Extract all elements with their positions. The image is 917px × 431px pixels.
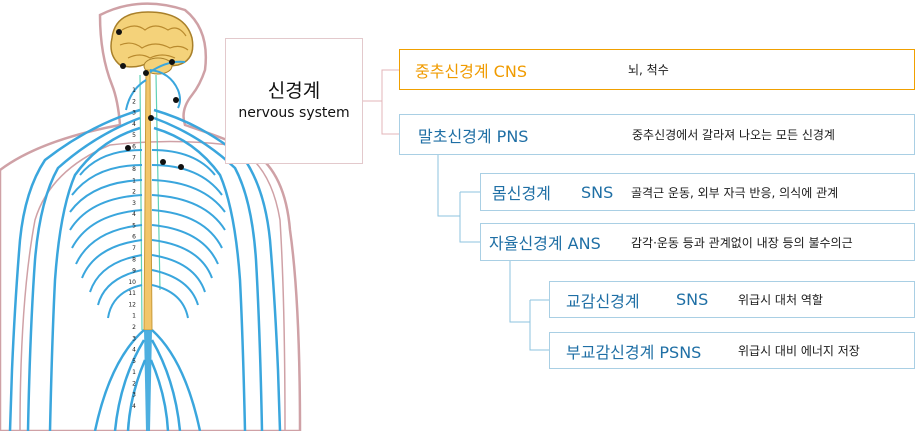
parasympathetic-description: 위급시 대비 에너지 저장: [738, 344, 860, 358]
node-sympathetic: 교감신경계 SNS 위급시 대처 역할: [549, 281, 915, 318]
root-connector: [363, 69, 399, 135]
cns-description: 뇌, 척수: [628, 63, 669, 77]
vertebra-label: 11: [128, 290, 136, 297]
pns-description: 중추신경에서 갈라져 나오는 모든 신경계: [632, 128, 835, 142]
vertebra-label: 1: [132, 369, 136, 376]
intercostal-nerves: [69, 149, 226, 319]
vertebra-label: 7: [132, 245, 136, 252]
vertebra-label: 2: [132, 324, 136, 331]
vertebra-label: 3: [132, 110, 136, 117]
node-pns: 말초신경계 PNS 중추신경에서 갈라져 나오는 모든 신경계: [399, 114, 915, 155]
vertebra-label: 5: [132, 358, 136, 365]
ganglion-dots: [116, 29, 184, 170]
vertebra-label: 7: [132, 155, 136, 162]
vertebra-label: 4: [132, 121, 136, 128]
vertebra-label: 5: [132, 132, 136, 139]
vertebra-label: 2: [132, 98, 136, 105]
sympathetic-abbr: SNS: [676, 290, 709, 309]
root-title-korean: 신경계: [267, 80, 321, 102]
node-somatic: 몸신경계 SNS 골격근 운동, 외부 자극 반응, 의식에 관계: [480, 173, 915, 211]
node-cns: 중추신경계 CNS 뇌, 척수: [399, 49, 915, 90]
autonomic-title: 자율신경계 ANS: [489, 234, 601, 253]
vertebra-label: 6: [132, 234, 136, 241]
spinal-cord: [143, 69, 153, 331]
lumbar-nerves: [93, 329, 202, 431]
cns-title: 중추신경계 CNS: [415, 61, 527, 81]
vertebra-label: 9: [132, 268, 136, 275]
sympathetic-title: 교감신경계: [566, 291, 640, 311]
vertebra-label: 4: [132, 347, 136, 354]
vertebra-label: 3: [132, 200, 136, 207]
vertebra-label: 12: [128, 301, 136, 308]
vertebra-label: 10: [128, 279, 136, 286]
vertebra-label: 5: [132, 222, 136, 229]
somatic-description: 골격근 운동, 외부 자극 반응, 의식에 관계: [631, 185, 839, 200]
vertebra-label: 1: [132, 313, 136, 320]
vertebra-label: 8: [132, 166, 136, 173]
somatic-abbr: SNS: [581, 182, 614, 202]
vertebra-label: 2: [132, 380, 136, 387]
cranial-nerves: [125, 60, 186, 111]
vertebra-label: 4: [132, 211, 136, 218]
root-title-english: nervous system: [238, 105, 350, 121]
vertebra-label: 6: [132, 143, 136, 150]
vertebra-label: 8: [132, 256, 136, 263]
vertebra-label: 2: [132, 189, 136, 196]
arm-nerves: [8, 108, 282, 431]
vertebra-label: 3: [132, 335, 136, 342]
pns-title: 말초신경계 PNS: [418, 126, 529, 146]
vertebra-label: 3: [132, 392, 136, 399]
node-parasympathetic: 부교감신경계 PSNS 위급시 대비 에너지 저장: [549, 332, 915, 369]
vertebra-label: 1: [132, 87, 136, 94]
autonomic-description: 감각·운동 등과 관계없이 내장 등의 불수의근: [631, 235, 853, 250]
body-outline: [0, 2, 302, 431]
root-node-nervous-system: 신경계 nervous system: [225, 38, 363, 164]
sympathetic-description: 위급시 대처 역할: [738, 293, 823, 307]
somatic-title: 몸신경계: [492, 184, 551, 203]
node-autonomic: 자율신경계 ANS 감각·운동 등과 관계없이 내장 등의 불수의근: [480, 223, 915, 261]
parasympathetic-title: 부교감신경계 PSNS: [566, 342, 702, 362]
tree-connectors: [437, 155, 549, 351]
vertebra-label: 4: [132, 403, 136, 410]
vertebra-label: 1: [132, 177, 136, 184]
